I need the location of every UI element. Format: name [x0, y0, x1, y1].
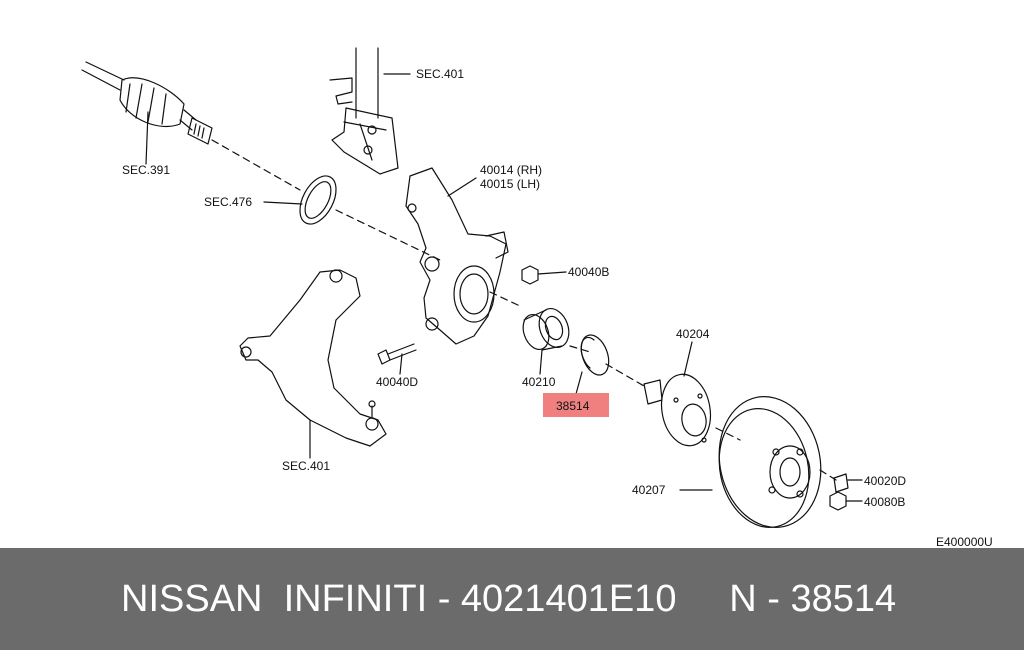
label-40020d: 40020D — [864, 474, 906, 488]
bolt-40040d-drawing — [377, 343, 417, 365]
label-sec401-top: SEC.401 — [416, 67, 464, 81]
parts-diagram: SEC.401 SEC.391 SEC.476 40014 (RH) 40015… — [81, 47, 993, 548]
label-40080b: 40080B — [864, 495, 905, 509]
label-sec401-bottom: SEC.401 — [282, 459, 330, 473]
leader-40204 — [683, 341, 693, 377]
label-40207: 40207 — [632, 483, 666, 497]
snap-ring-38514-drawing — [580, 334, 610, 376]
rotor-40207-drawing — [718, 396, 822, 528]
bearing-40210-drawing — [522, 308, 570, 351]
sensor-ring-drawing — [299, 175, 337, 225]
strut-drawing — [329, 47, 399, 175]
highlight-box — [543, 393, 609, 417]
label-40040d: 40040D — [376, 375, 418, 389]
lower-arm-drawing — [239, 269, 387, 447]
diagram-code: E400000U — [936, 535, 993, 548]
label-sec391: SEC.391 — [122, 163, 170, 177]
label-40040b: 40040B — [568, 265, 609, 279]
label-knuckle-lh: 40015 (LH) — [480, 177, 540, 191]
assembly-axis-line — [211, 139, 837, 481]
drive-shaft-drawing — [81, 61, 213, 145]
stud-40020d-drawing — [833, 473, 849, 493]
label-40204: 40204 — [676, 327, 710, 341]
leader-38514 — [575, 371, 583, 395]
label-38514: 38514 — [556, 399, 590, 413]
leader-40040b — [537, 271, 567, 275]
leader-40014 — [447, 177, 477, 197]
hub-40204-drawing — [643, 373, 712, 447]
leader-40040d — [399, 353, 403, 375]
nut-40080b-drawing — [829, 491, 847, 511]
label-sec476: SEC.476 — [204, 195, 252, 209]
footer-banner: NISSAN INFINITI - 4021401E10 N - 38514 — [0, 548, 1024, 650]
footer-part-text: NISSAN INFINITI - 4021401E10 N - 38514 — [121, 577, 897, 620]
nut-40040b-drawing — [521, 265, 539, 285]
leader-40210 — [539, 349, 543, 375]
label-40210: 40210 — [522, 375, 556, 389]
steering-knuckle-drawing — [405, 167, 509, 345]
label-knuckle-rh: 40014 (RH) — [480, 163, 542, 177]
leader-sec476 — [263, 201, 303, 205]
leader-sec391 — [145, 111, 149, 165]
